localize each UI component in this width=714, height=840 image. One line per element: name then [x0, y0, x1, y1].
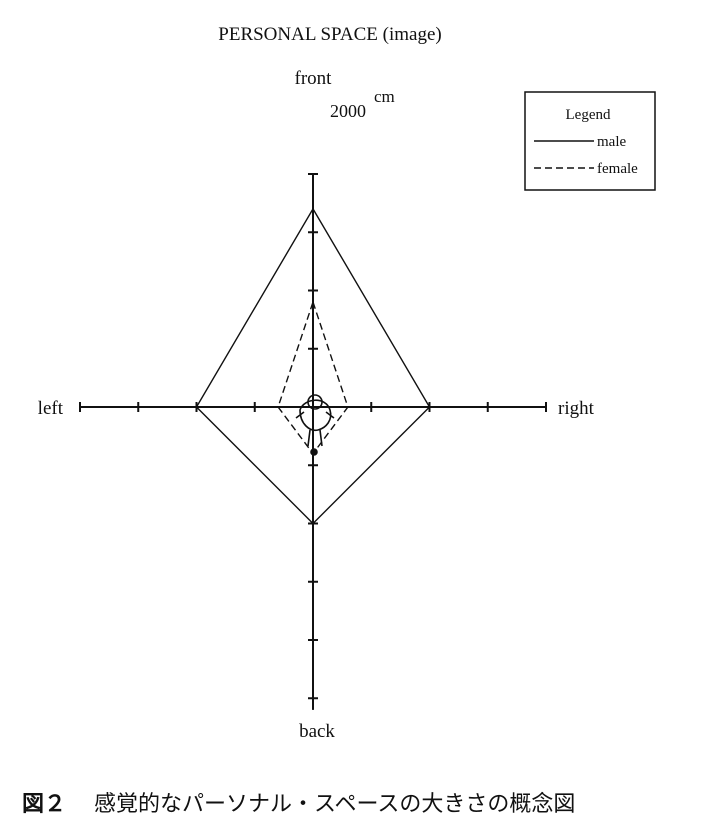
axes	[79, 173, 547, 710]
chart-title: PERSONAL SPACE (image)	[218, 24, 441, 45]
legend-label-female: female	[597, 161, 638, 177]
legend-box	[524, 91, 656, 191]
legend: Legend male female	[524, 91, 656, 191]
radar-chart: PERSONAL SPACE (image) front back left r…	[38, 24, 656, 742]
figure-caption-text: 感覚的なパーソナル・スペースの大きさの概念図	[94, 792, 576, 817]
axis-label-left: left	[38, 398, 64, 419]
figure-caption: 図２ 感覚的なパーソナル・スペースの大きさの概念図	[22, 786, 702, 818]
legend-label-male: male	[597, 134, 626, 150]
person-figure-icon	[295, 394, 335, 456]
axis-unit-label: cm	[374, 87, 395, 106]
series-polygon-male	[195, 207, 431, 525]
figure-number: 図２	[22, 792, 67, 817]
axis-label-right: right	[558, 398, 595, 419]
axis-label-back: back	[299, 721, 335, 742]
legend-title: Legend	[566, 107, 611, 123]
axis-max-label: 2000	[330, 101, 366, 121]
axis-label-front: front	[295, 68, 333, 89]
